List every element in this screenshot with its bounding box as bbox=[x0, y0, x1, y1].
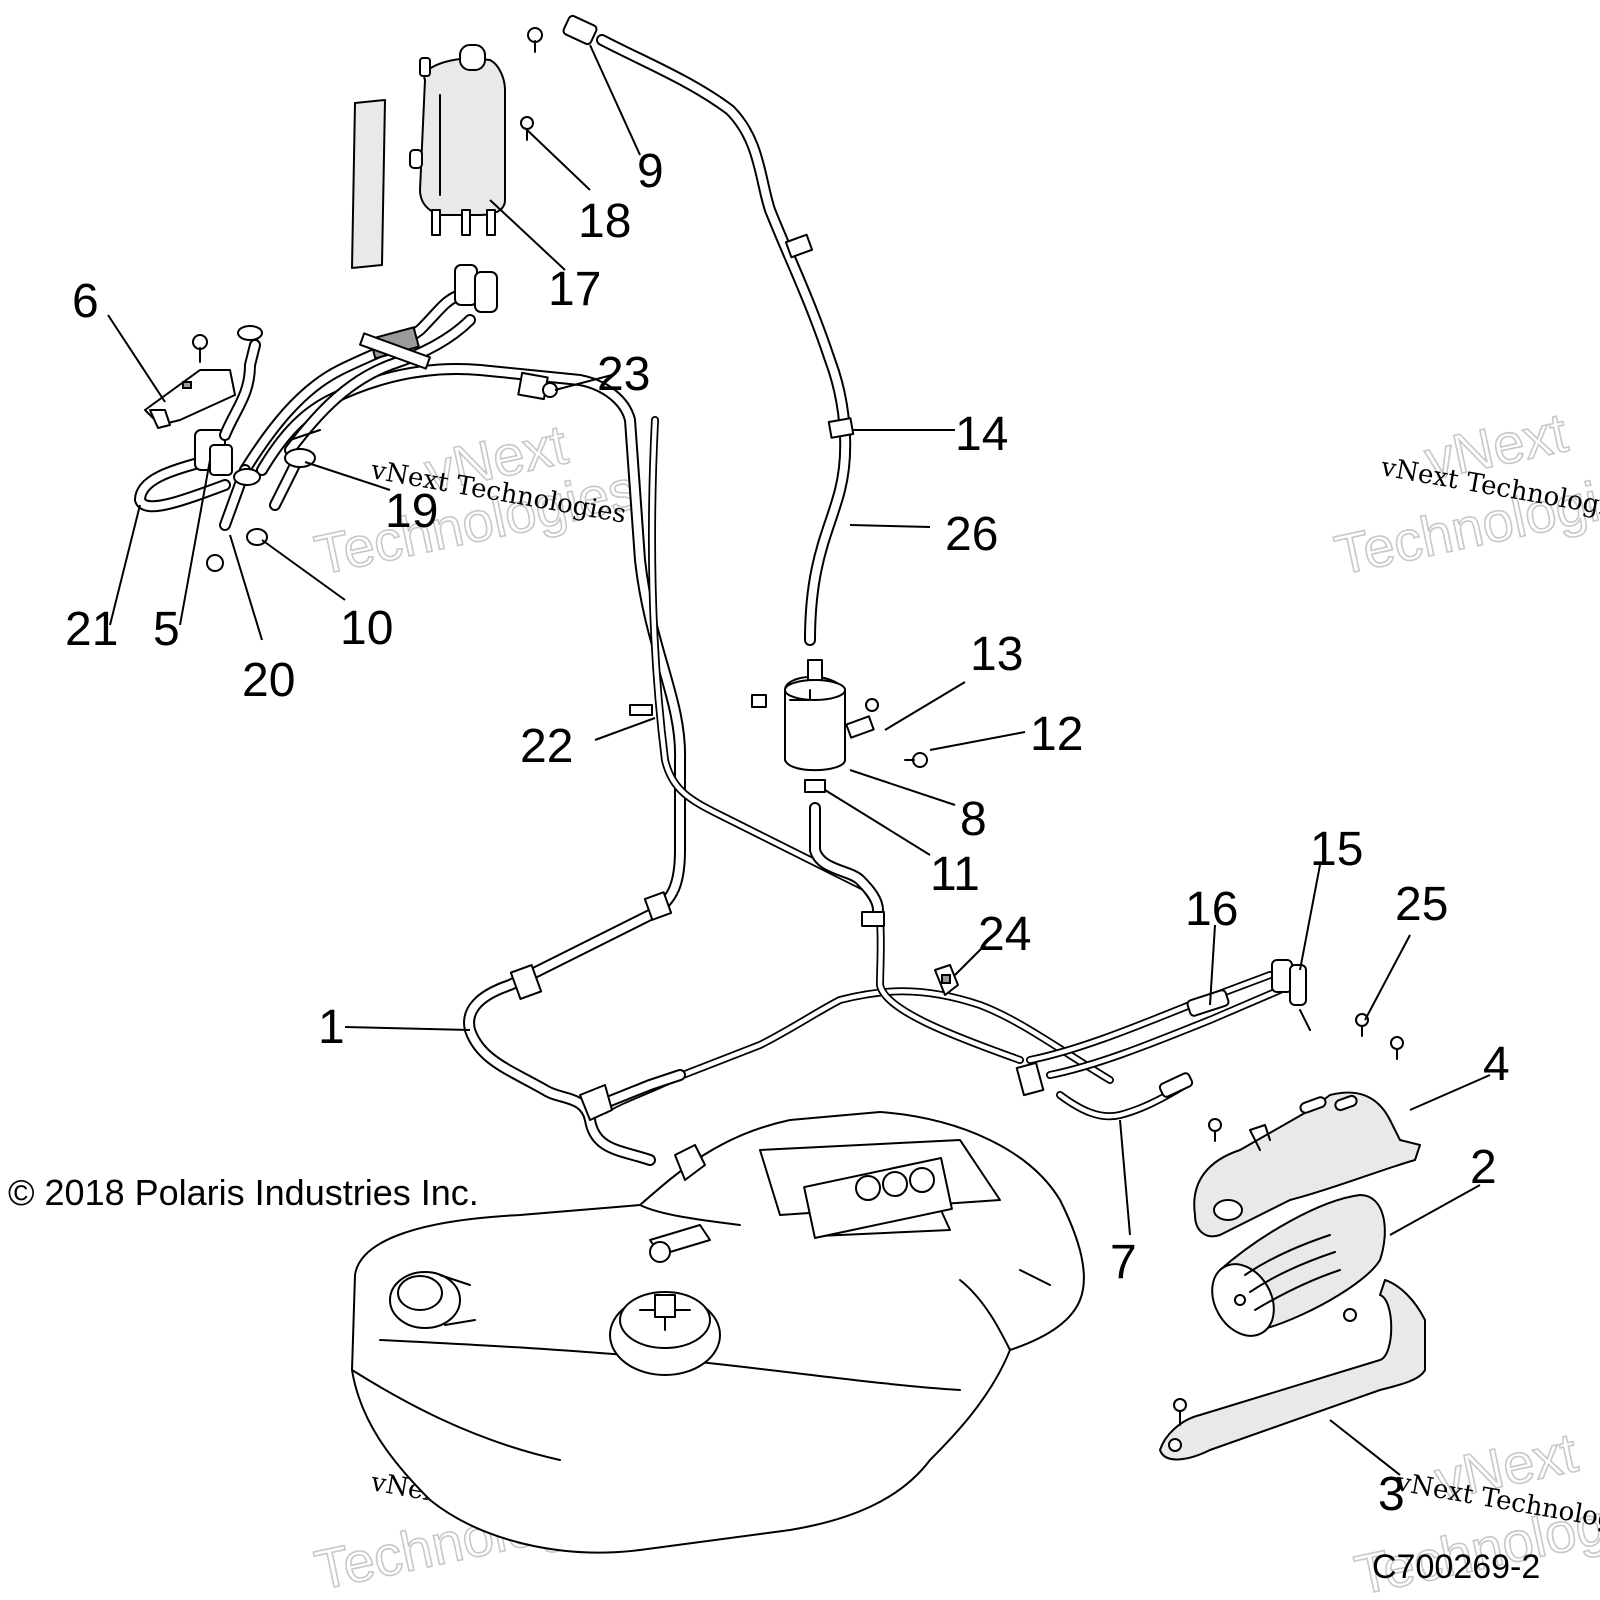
callout-3: 3 bbox=[1378, 1468, 1405, 1521]
filter-8 bbox=[751, 659, 928, 927]
callout-8: 8 bbox=[960, 793, 987, 846]
callout-23: 23 bbox=[597, 348, 650, 401]
callout-11: 11 bbox=[930, 848, 980, 901]
hose-26 bbox=[596, 34, 855, 646]
watermark-right: vNext Technologies vNext Technologies bbox=[1329, 399, 1600, 587]
upper-left-hoses bbox=[134, 264, 498, 572]
callout-labels: 1 2 3 4 5 6 7 8 9 10 11 12 13 14 15 16 1… bbox=[65, 145, 1510, 1521]
callout-10: 10 bbox=[340, 602, 393, 655]
callout-24: 24 bbox=[978, 908, 1031, 961]
callout-15: 15 bbox=[1310, 823, 1363, 876]
callout-12: 12 bbox=[1030, 708, 1083, 761]
callout-21: 21 bbox=[65, 603, 118, 656]
callout-20: 20 bbox=[242, 654, 295, 707]
callout-13: 13 bbox=[970, 628, 1023, 681]
callout-14: 14 bbox=[955, 408, 1008, 461]
callout-2: 2 bbox=[1470, 1141, 1497, 1194]
reservoir-17 bbox=[409, 44, 506, 236]
callout-9: 9 bbox=[637, 145, 664, 198]
fitting-9 bbox=[527, 14, 598, 53]
line-16 bbox=[1015, 959, 1311, 1097]
screw-18 bbox=[520, 116, 534, 141]
callout-18: 18 bbox=[578, 195, 631, 248]
callout-17: 17 bbox=[548, 263, 601, 316]
panel bbox=[351, 99, 386, 269]
callout-1: 1 bbox=[318, 1001, 345, 1054]
fuel-tank bbox=[351, 1111, 1085, 1554]
cover-4 bbox=[1193, 1091, 1421, 1238]
callout-16: 16 bbox=[1185, 883, 1238, 936]
watermark-top: vNext Technologies vNext Technologies bbox=[309, 411, 643, 587]
callout-26: 26 bbox=[945, 508, 998, 561]
leader-lines bbox=[107, 44, 1491, 1476]
callout-25: 25 bbox=[1395, 878, 1448, 931]
callout-19: 19 bbox=[385, 485, 438, 538]
canister-2 bbox=[1211, 1194, 1386, 1337]
callout-7: 7 bbox=[1110, 1236, 1137, 1289]
clip-24 bbox=[934, 964, 959, 996]
figure-code: C700269-2 bbox=[1372, 1548, 1540, 1586]
screws-25 bbox=[1355, 1013, 1404, 1060]
callout-22: 22 bbox=[520, 720, 573, 773]
callout-4: 4 bbox=[1483, 1038, 1510, 1091]
copyright-text: © 2018 Polaris Industries Inc. bbox=[8, 1172, 479, 1213]
callout-5: 5 bbox=[153, 603, 180, 656]
callout-6: 6 bbox=[72, 275, 99, 328]
bracket-3 bbox=[1159, 1279, 1426, 1461]
line-7 bbox=[1056, 1072, 1194, 1121]
vent-hose-1 bbox=[256, 363, 1114, 1181]
